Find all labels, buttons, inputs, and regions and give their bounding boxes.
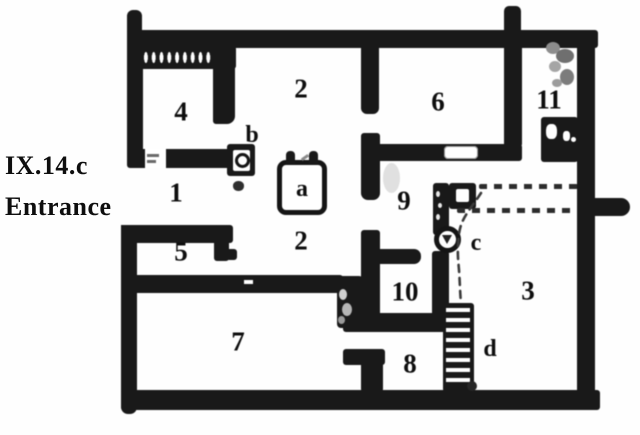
room-label-7: 7 <box>231 326 245 357</box>
post-dot-stairs <box>467 381 477 391</box>
door-gap-room4 <box>145 149 166 168</box>
wall-room6-south <box>361 144 522 161</box>
room-label-9: 9 <box>397 185 411 216</box>
wall-room2-room6 <box>361 44 379 114</box>
stair-treads-d <box>446 308 470 388</box>
feature-label-d: d <box>483 336 497 362</box>
wall-room4-bottom <box>127 149 233 168</box>
wall-right <box>577 30 595 402</box>
dashed-line-lower <box>457 208 573 213</box>
niche-room11 <box>541 117 578 162</box>
wall-room5-right-jamb <box>226 249 237 260</box>
room-label-5: 5 <box>174 236 188 267</box>
feature-label-a: a <box>296 176 308 202</box>
feature-c-wall-strip <box>433 183 449 235</box>
wall-room10-south <box>343 313 450 332</box>
room-label-6: 6 <box>431 86 445 117</box>
feature-c-basin <box>434 226 461 253</box>
feature-label-c: c <box>470 230 482 256</box>
feature-b-mouth-ring <box>235 153 250 168</box>
feature-a-prong <box>286 151 295 164</box>
room-label-2-upper: 2 <box>294 73 308 104</box>
feature-c-spout <box>442 235 452 244</box>
wall-room10-north-arm <box>374 249 421 264</box>
wall-left-lower <box>121 225 137 414</box>
wall-right-exterior-stub <box>593 198 630 216</box>
wall-top-chimney-stub <box>504 6 521 34</box>
door-gap-room6 <box>444 146 478 159</box>
wall-room5-right <box>214 225 229 261</box>
niche-recess <box>571 137 576 142</box>
wall-room7-top <box>121 275 343 293</box>
dashed-line-upper <box>479 184 578 189</box>
threshold-mark <box>147 154 159 157</box>
rubble-wall-junction <box>337 276 363 328</box>
wall-top-left-stub <box>127 10 142 36</box>
hatched-stairs-band <box>137 46 236 69</box>
room-label-2-lower: 2 <box>294 225 308 256</box>
niche-recess <box>563 131 570 141</box>
wall-room8-west <box>361 349 383 392</box>
site-address-text: IX.14.c <box>5 151 88 180</box>
threshold-notch-room7 <box>244 280 253 284</box>
room-label-11: 11 <box>536 84 562 115</box>
stairs-d <box>443 303 474 392</box>
feature-label-b: b <box>245 122 259 148</box>
wall-bottom <box>121 390 600 410</box>
wall-room11-west <box>504 30 522 147</box>
wall-room5-top <box>121 225 233 243</box>
niche-recess <box>546 124 557 139</box>
feature-a-hearth <box>277 160 327 215</box>
room-label-3: 3 <box>521 275 535 306</box>
room-label-10: 10 <box>391 276 419 307</box>
rubble-room11 <box>544 41 578 89</box>
smudge-room9 <box>383 163 400 193</box>
threshold-mark <box>147 160 156 163</box>
room-label-4: 4 <box>174 96 188 127</box>
post-dot-b <box>233 181 244 191</box>
feature-a-prong <box>309 151 318 164</box>
room-label-1: 1 <box>169 177 183 208</box>
stair-treads-pattern <box>142 49 231 66</box>
room-label-8: 8 <box>403 348 417 379</box>
feature-c-cistern-opening <box>456 189 469 202</box>
entrance-caption-text: Entrance <box>5 192 112 221</box>
wall-top <box>127 30 598 48</box>
wall-room4-right <box>213 46 235 124</box>
